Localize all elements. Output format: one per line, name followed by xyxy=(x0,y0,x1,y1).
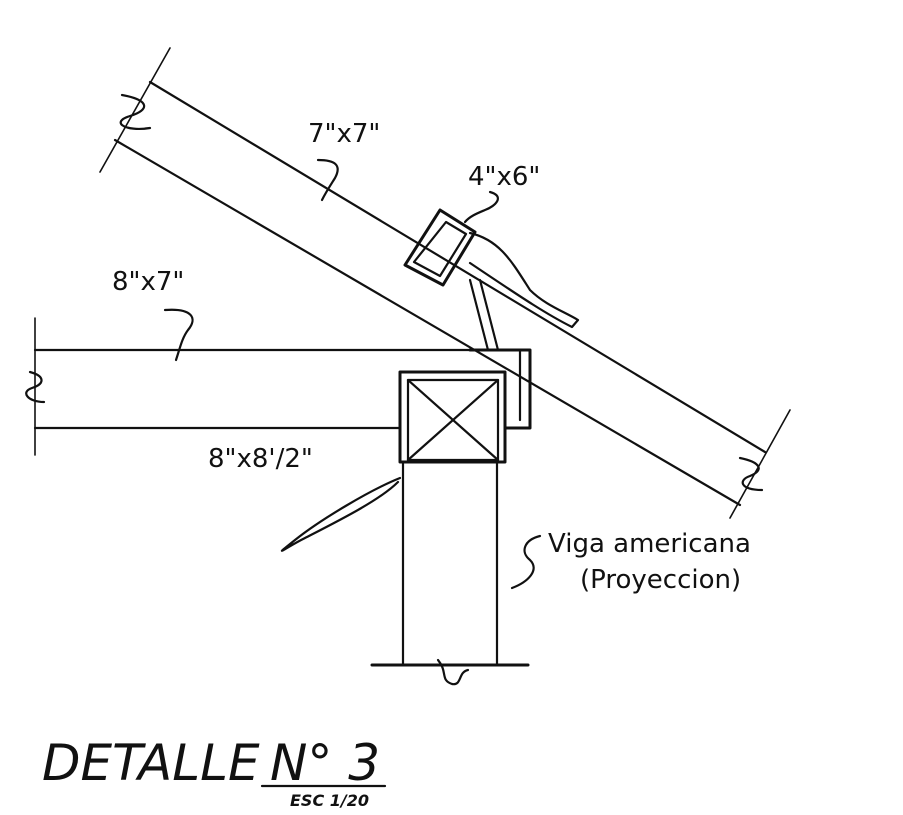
title-scale: ESC 1/20 xyxy=(290,791,369,810)
leader-rafter xyxy=(316,158,339,202)
leader-beam xyxy=(163,308,194,362)
purlin-block xyxy=(403,208,580,352)
break-mark-bottom-right xyxy=(738,456,764,492)
beam-end-connector xyxy=(468,348,532,430)
rafter-size-label: 7"x7" xyxy=(308,119,380,149)
horizontal-beam xyxy=(25,317,532,456)
inclined-rafter xyxy=(99,47,791,519)
viga-label-line2: (Proyeccion) xyxy=(580,565,741,595)
beam-size-label: 8"x7" xyxy=(112,267,184,297)
leaders xyxy=(163,158,542,590)
purlin-bracket xyxy=(468,231,580,329)
post xyxy=(370,370,530,686)
leader-viga xyxy=(510,534,542,590)
title-main: DETALLE xyxy=(42,734,260,792)
break-mark-post xyxy=(436,658,470,686)
leader-purlin xyxy=(463,190,499,224)
post-size-label: 8"x8'/2" xyxy=(208,444,313,474)
viga-label-line1: Viga americana xyxy=(548,529,751,559)
leader-post xyxy=(280,476,402,552)
title-number: N° 3 xyxy=(270,734,380,792)
break-mark-beam xyxy=(25,370,46,404)
purlin-size-label: 4"x6" xyxy=(468,162,540,192)
break-mark-top-left xyxy=(119,93,152,130)
